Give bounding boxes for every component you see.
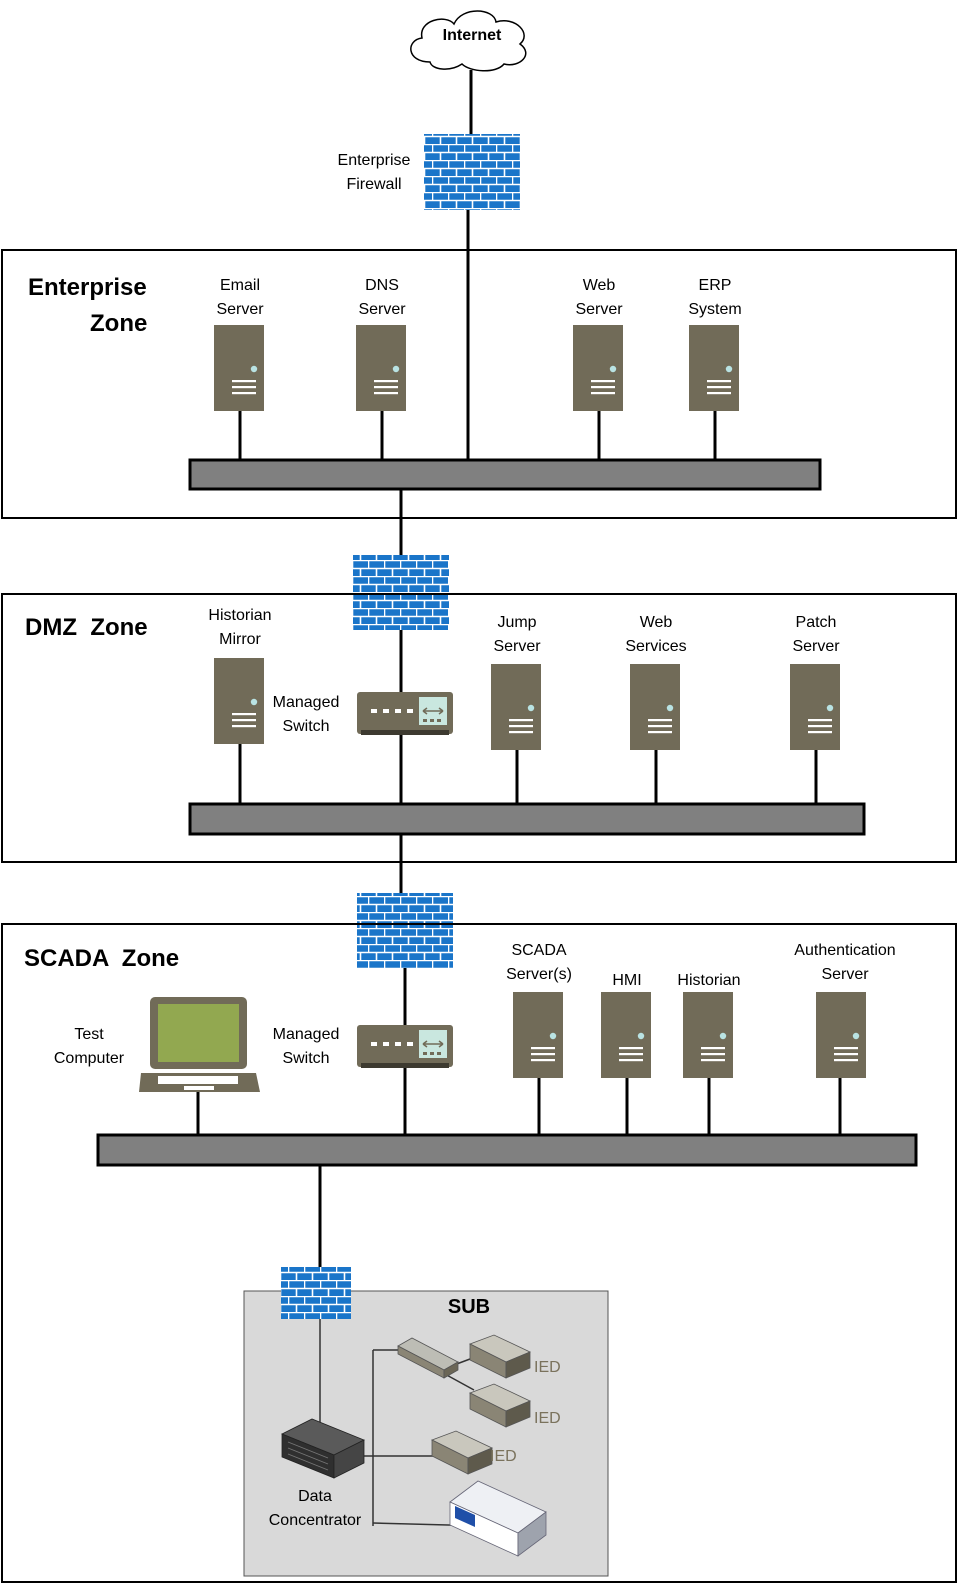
enterprise-firewall-label-line2: Firewall <box>346 176 401 193</box>
switch-icon <box>356 1024 454 1069</box>
server-icon <box>214 658 264 744</box>
server-icon <box>214 325 264 411</box>
sub-title: SUB <box>448 1296 490 1318</box>
erp-system: ERP System <box>688 277 742 411</box>
erp-system-label-line2: System <box>688 301 741 318</box>
dmz-managed-switch-label-line1: Managed <box>273 694 340 711</box>
web-services: Web Services <box>625 614 687 750</box>
enterprise-zone-title-line1: Enterprise <box>28 274 147 301</box>
enterprise-zone-box <box>1 249 957 519</box>
email-server: Email Server <box>214 277 264 411</box>
scada-servers: SCADA Server(s) <box>506 942 572 1078</box>
scada-network-bus <box>96 1133 918 1167</box>
enterprise-firewall-label-line1: Enterprise <box>338 152 411 169</box>
test-computer-label-line1: Test <box>74 1026 104 1043</box>
enterprise-network-bus <box>188 458 822 491</box>
scada-servers-label-line1: SCADA <box>511 942 566 959</box>
patch-server-label-line1: Patch <box>796 614 837 631</box>
data-concentrator-label-line1: Data <box>298 1488 332 1505</box>
rack-device-icon <box>449 1480 547 1557</box>
switch-icon <box>356 691 454 736</box>
server-icon <box>816 992 866 1078</box>
data-concentrator: Data Concentrator <box>269 1418 365 1529</box>
authentication-server-label-line2: Server <box>821 966 869 983</box>
historian-label: Historian <box>677 972 740 989</box>
jump-server-label-line1: Jump <box>497 614 536 631</box>
server-icon <box>513 992 563 1078</box>
ied-label-2: IED <box>534 1410 561 1427</box>
web-server-label-line2: Server <box>575 301 623 318</box>
server-icon <box>356 325 406 411</box>
hmi-label: HMI <box>612 972 641 989</box>
web-services-label-line2: Services <box>625 638 686 655</box>
authentication-server-label-line1: Authentication <box>794 942 895 959</box>
internet-cloud-icon: Internet <box>410 10 527 72</box>
dmz-firewall-overlap <box>353 595 449 630</box>
erp-system-label-line1: ERP <box>699 277 732 294</box>
dmz-zone-title: DMZ Zone <box>25 614 148 641</box>
email-server-label-line1: Email <box>220 277 260 294</box>
email-server-label-line2: Server <box>216 301 264 318</box>
jump-server-label-line2: Server <box>493 638 541 655</box>
scada-firewall-overlap <box>357 925 453 968</box>
historian-mirror-label-line1: Historian <box>208 607 271 624</box>
dmz-managed-switch-label-line2: Switch <box>282 718 329 735</box>
scada-managed-switch: Managed Switch <box>273 1024 454 1069</box>
patch-server-label-line2: Server <box>792 638 840 655</box>
scada-managed-switch-label-line2: Switch <box>282 1050 329 1067</box>
dns-server: DNS Server <box>356 277 406 411</box>
sub-box <box>243 1290 609 1577</box>
ied-device-3: IED <box>431 1430 517 1475</box>
test-computer-label-line2: Computer <box>54 1050 125 1067</box>
dns-server-label-line2: Server <box>358 301 406 318</box>
laptop-icon <box>139 997 260 1092</box>
hmi: HMI <box>601 972 651 1078</box>
ied-device-2: IED <box>469 1383 561 1428</box>
scada-zone-title: SCADA Zone <box>24 945 179 972</box>
server-icon <box>683 992 733 1078</box>
patch-server: Patch Server <box>790 614 840 750</box>
enterprise-zone-title-line2: Zone <box>90 310 147 337</box>
server-icon <box>790 664 840 750</box>
web-server-label-line1: Web <box>583 277 616 294</box>
scada-managed-switch-label-line1: Managed <box>273 1026 340 1043</box>
enterprise-firewall-icon <box>424 134 520 210</box>
dmz-network-bus <box>188 802 866 836</box>
web-server: Web Server <box>573 277 623 411</box>
data-concentrator-label-line2: Concentrator <box>269 1512 362 1529</box>
server-icon <box>689 325 739 411</box>
scada-servers-label-line2: Server(s) <box>506 966 572 983</box>
scada-zone-box <box>1 923 957 1583</box>
jump-server: Jump Server <box>491 614 541 750</box>
ied-label-3: IED <box>490 1448 517 1465</box>
dmz-zone-box <box>1 593 957 863</box>
web-services-label-line1: Web <box>640 614 673 631</box>
authentication-server: Authentication Server <box>794 942 896 1078</box>
server-icon <box>630 664 680 750</box>
data-concentrator-icon <box>281 1418 365 1479</box>
connector-lines <box>196 70 842 1267</box>
ied-label-1: IED <box>534 1359 561 1376</box>
sub-firewall-icon <box>281 1267 351 1319</box>
historian-mirror-label-line2: Mirror <box>219 631 261 648</box>
dns-server-label-line1: DNS <box>365 277 399 294</box>
internet-label: Internet <box>443 27 502 44</box>
server-icon <box>573 325 623 411</box>
server-icon <box>491 664 541 750</box>
dmz-managed-switch: Managed Switch <box>273 691 454 736</box>
test-computer: Test Computer <box>54 997 260 1092</box>
ied-device-1: IED <box>469 1334 561 1379</box>
historian-mirror: Historian Mirror <box>208 607 272 744</box>
historian: Historian <box>677 972 741 1078</box>
sub-hub-icon <box>397 1337 459 1379</box>
server-icon <box>601 992 651 1078</box>
